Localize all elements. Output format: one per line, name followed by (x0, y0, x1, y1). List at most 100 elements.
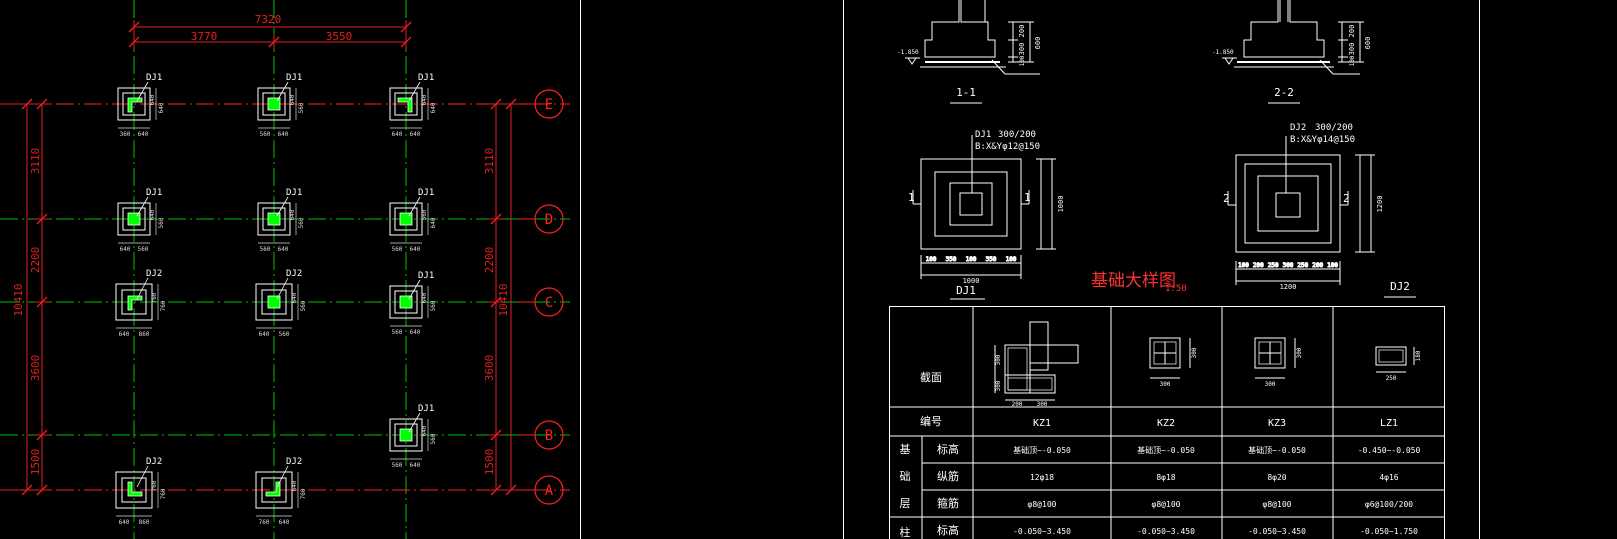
footing-dim-v1: 560 (421, 209, 428, 220)
footing-outer (389, 285, 423, 319)
axis-bubble (534, 287, 564, 317)
dim-top-left: 3770 (191, 30, 218, 43)
section-1-1 (905, 0, 1040, 75)
table-group-char: 础 (900, 470, 911, 483)
footing-inner (122, 207, 146, 231)
kz2-dim-h: 300 (1191, 347, 1198, 358)
footing-outer (257, 87, 291, 121)
footing-inner (261, 289, 287, 315)
footing-dim-h2: 640 (410, 329, 421, 336)
footing-dim-v1: 760 (151, 480, 158, 491)
footing-dim-v2: 760 (160, 488, 167, 499)
column-square (267, 295, 281, 309)
detail-bottom-dim: 100 (1327, 262, 1338, 269)
s1-dim-3: 100 (1019, 55, 1026, 66)
kz2-dim-w: 300 (1160, 381, 1171, 388)
footing-details: 200 300 100 600 -1.850 1-1 200 300 100 (897, 0, 1416, 300)
footing-tag-leader (276, 81, 289, 102)
span-label-left: 1500 (29, 449, 42, 476)
column-square (399, 295, 413, 309)
footing-dim-h2: 860 (139, 331, 150, 338)
detail-bottom-dim: 100 (1238, 262, 1249, 269)
table-cell: φ8@100 (1263, 500, 1292, 509)
footing-dim-h2: 560 (138, 246, 149, 253)
dim-top-total: 7320 (255, 13, 282, 26)
footing-dim-h2: 560 (279, 331, 290, 338)
footing-tag: DJ1 (418, 404, 434, 414)
table-cell: -0.450~-0.050 (1358, 446, 1421, 455)
footing-dim-h2: 640 (279, 519, 290, 526)
footing-dim-h2: 640 (410, 246, 421, 253)
footing-tag-leader (136, 81, 149, 102)
detail-bottom-dim: 100 (1006, 256, 1017, 263)
s2-dim-1: 200 (1348, 25, 1356, 38)
footing-dim-h1: 640 (119, 519, 130, 526)
footing-dim-h2: 640 (410, 462, 421, 469)
dj2-cut-right: 2 (1343, 192, 1350, 205)
footing-tag: DJ2 (146, 457, 162, 467)
footing-tag: DJ2 (286, 457, 302, 467)
footing-tag: DJ2 (146, 269, 162, 279)
dj2-side-total: 1200 (1376, 196, 1384, 213)
table-cell: 基础顶~-0.050 (1013, 445, 1071, 455)
axis-label: B (545, 428, 553, 444)
footing-inner (394, 207, 418, 231)
dj1-cut-right: 1 (1024, 191, 1031, 204)
table-cell: -0.050~3.450 (1248, 527, 1306, 536)
dj1-spec1: 300/200 (998, 130, 1036, 140)
footing-dim-v1: 640 (291, 292, 298, 303)
footing-inner (262, 92, 286, 116)
footing-outer (255, 283, 293, 321)
footing-inner (121, 289, 147, 315)
table-row-label: 标高 (937, 523, 959, 537)
table-row-label: 标高 (937, 442, 959, 456)
axis-label: E (545, 97, 553, 113)
footing-dim-h1: 640 (392, 131, 403, 138)
section-2-2-label: 2-2 (1274, 86, 1294, 99)
dj1-spec2: B:X&Yφ12@150 (975, 142, 1040, 152)
footing-outer (389, 87, 423, 121)
column-l-shape (397, 97, 413, 113)
footing-dim-h1: 560 (260, 131, 271, 138)
dj1-tag: DJ1 (975, 130, 991, 140)
footing-dim-v2: 760 (300, 488, 307, 499)
footing-tag: DJ1 (146, 188, 162, 198)
column-square (399, 428, 413, 442)
kz3-section-shape (1254, 337, 1286, 369)
detail-bottom-dim: 100 (926, 256, 937, 263)
footing-dim-h2: 640 (138, 131, 149, 138)
table-row-label: 纵筋 (937, 469, 959, 483)
s1-dim-1: 200 (1018, 25, 1026, 38)
table-cell: 4φ16 (1379, 473, 1398, 482)
footing-dim-v2: 760 (160, 300, 167, 311)
axis-bubble (534, 420, 564, 450)
footing-outer (117, 87, 151, 121)
column-l-shape (127, 97, 143, 113)
lz1-section-shape (1375, 346, 1407, 366)
footing-tag: DJ1 (146, 73, 162, 83)
kz2-section-shape (1149, 337, 1181, 369)
footing-dim-h1: 560 (260, 246, 271, 253)
detail-bottom-dim: 350 (946, 256, 957, 263)
table-cell: φ6@100/200 (1365, 500, 1413, 509)
table-cell: -0.050~3.450 (1013, 527, 1071, 536)
table-header-no: 编号 (920, 414, 942, 428)
footing-dim-h2: 640 (278, 246, 289, 253)
kz3-dim-w: 300 (1265, 381, 1276, 388)
footing-tag-leader (408, 279, 421, 300)
footing-tag-leader (136, 277, 149, 300)
table-col-id: KZ1 (1033, 418, 1051, 429)
kz1-dim-d: 300 (1037, 401, 1048, 408)
footing-tag: DJ1 (286, 73, 302, 83)
footing-dim-h2: 640 (410, 131, 421, 138)
footing-inner (394, 92, 418, 116)
axis-label: C (545, 295, 553, 311)
sheet-borders (580, 0, 1480, 539)
